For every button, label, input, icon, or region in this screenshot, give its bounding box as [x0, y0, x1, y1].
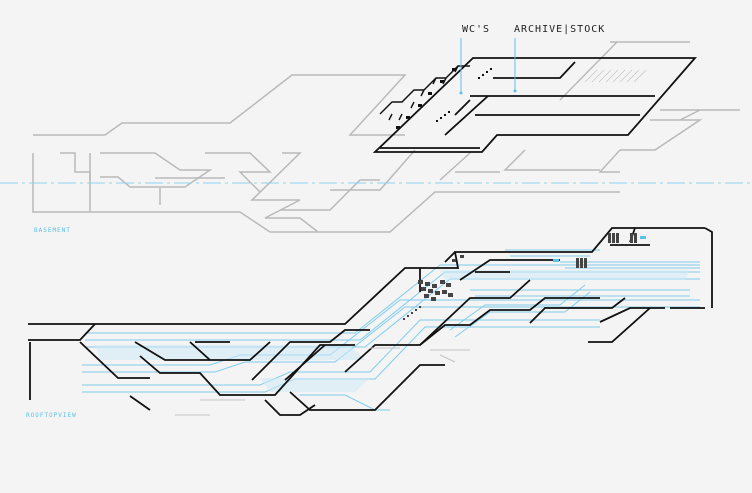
wc-fixtures	[396, 68, 492, 129]
rooftop-cyan-fill	[95, 270, 690, 392]
rooftop-furniture	[403, 233, 646, 320]
archive-stock-label: ARCHIVE|STOCK	[514, 24, 606, 35]
basement-hatch	[584, 69, 647, 83]
basement-context-lines	[32, 41, 740, 233]
rooftop-building-outline	[28, 227, 713, 416]
basement-building-outline	[372, 57, 697, 153]
rooftop-context-lines	[175, 347, 470, 416]
rooftop-caption: ROOFTOPVIEW	[26, 412, 77, 419]
wc-label: WC'S	[462, 24, 491, 35]
basement-caption: BASEMENT	[34, 227, 71, 234]
rooftop-cyan-lanes	[82, 249, 700, 411]
annotation-dots	[459, 89, 517, 95]
annotation-leaders	[460, 38, 516, 92]
